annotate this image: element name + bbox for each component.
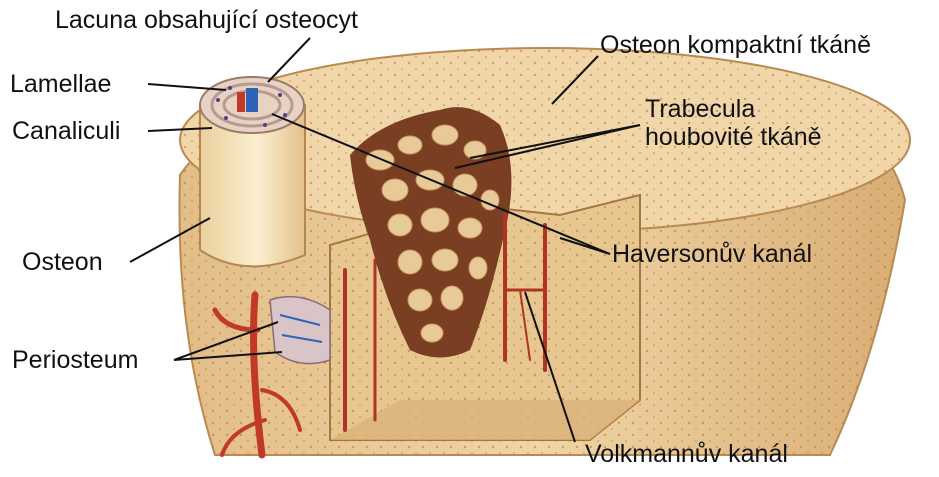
label-osteon: Osteon [22,248,103,276]
label-haversian: Haversonův kanál [612,240,812,268]
osteon-column [200,77,305,266]
label-canaliculi: Canaliculi [12,117,120,145]
label-osteon-compact: Osteon kompaktní tkáně [600,31,871,59]
label-lamellae: Lamellae [10,70,111,98]
label-lacuna: Lacuna obsahující osteocyt [55,6,358,34]
label-volkmann: Volkmannův kanál [585,440,788,468]
label-periosteum: Periosteum [12,346,138,374]
label-trabecula-line1: Trabecula [645,95,822,123]
label-trabecula: Trabecula houbovité tkáně [645,95,822,151]
periosteum-layer [270,297,330,364]
label-trabecula-line2: houbovité tkáně [645,123,822,151]
